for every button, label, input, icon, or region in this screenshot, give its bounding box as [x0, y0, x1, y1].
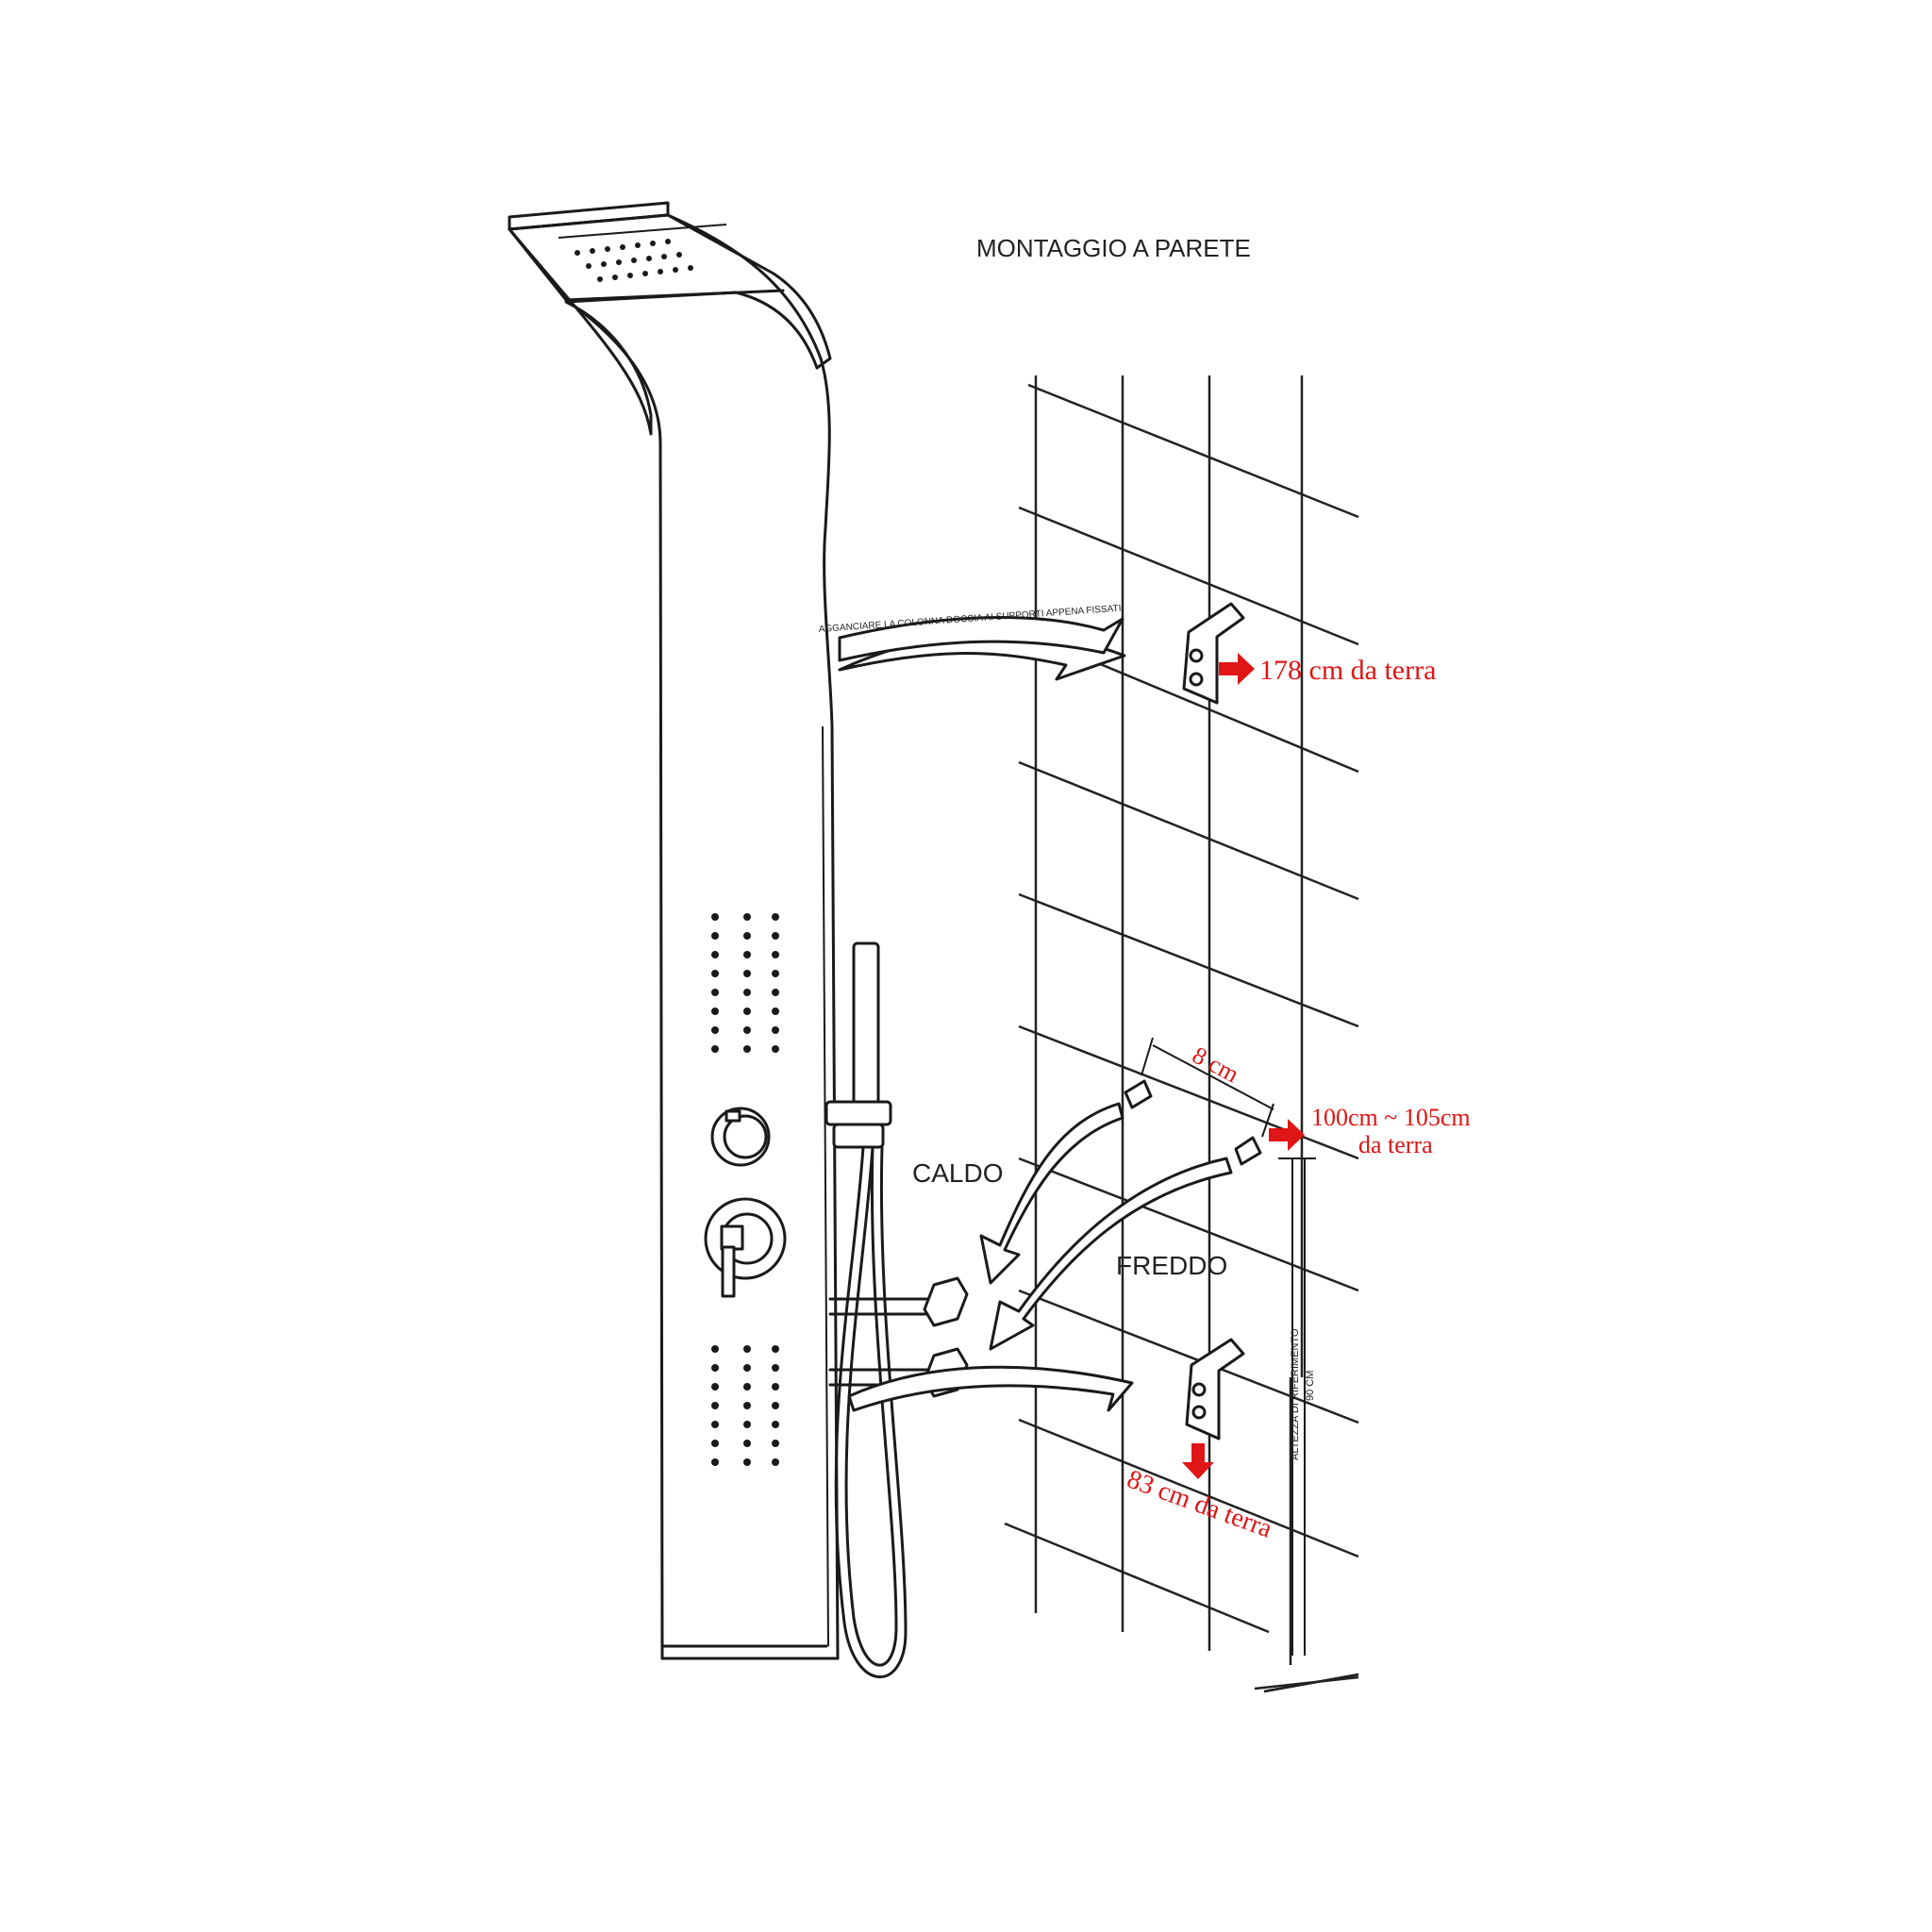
mount-arrow-bottom — [847, 1365, 1134, 1412]
hot-label: CALDO — [912, 1158, 1003, 1188]
reference-height-line — [1278, 1158, 1316, 1656]
reference-height-label-line1: ALTEZZA DI RIFERIMENTO — [1290, 1328, 1301, 1460]
top-height-arrow-red — [1219, 653, 1255, 685]
rain-head-holes — [558, 224, 727, 282]
upper-body-jets — [711, 913, 779, 1053]
bottom-height-arrow-red — [1182, 1443, 1214, 1479]
top-bracket-height-label: 178 cm da terra — [1259, 655, 1436, 686]
top-wall-bracket — [1182, 602, 1245, 705]
wall-inlet-fittings — [1124, 1037, 1274, 1166]
inlet-height-label-line2: da terra — [1358, 1131, 1433, 1158]
inlet-height-label-line1: 100cm ~ 105cm — [1311, 1104, 1471, 1131]
cold-label: FREDDO — [1116, 1251, 1227, 1280]
page-title: MONTAGGIO A PARETE — [976, 234, 1251, 262]
hot-pipe-arrow — [979, 1102, 1124, 1285]
diverter-knob — [710, 1107, 771, 1167]
bottom-wall-bracket — [1185, 1338, 1245, 1441]
lower-body-jets — [711, 1345, 779, 1466]
mount-arrow-top — [838, 616, 1126, 681]
inlet-height-arrow-red — [1269, 1119, 1305, 1151]
wall-tile-grid — [1004, 375, 1359, 1693]
cold-pipe-arrow — [989, 1157, 1233, 1351]
shower-column — [508, 201, 969, 1678]
mixer-knob — [704, 1197, 787, 1298]
spacing-label: 8 cm — [1188, 1041, 1243, 1089]
reference-height-label-line2: 90 CM — [1305, 1371, 1316, 1401]
hand-shower — [824, 941, 908, 1678]
